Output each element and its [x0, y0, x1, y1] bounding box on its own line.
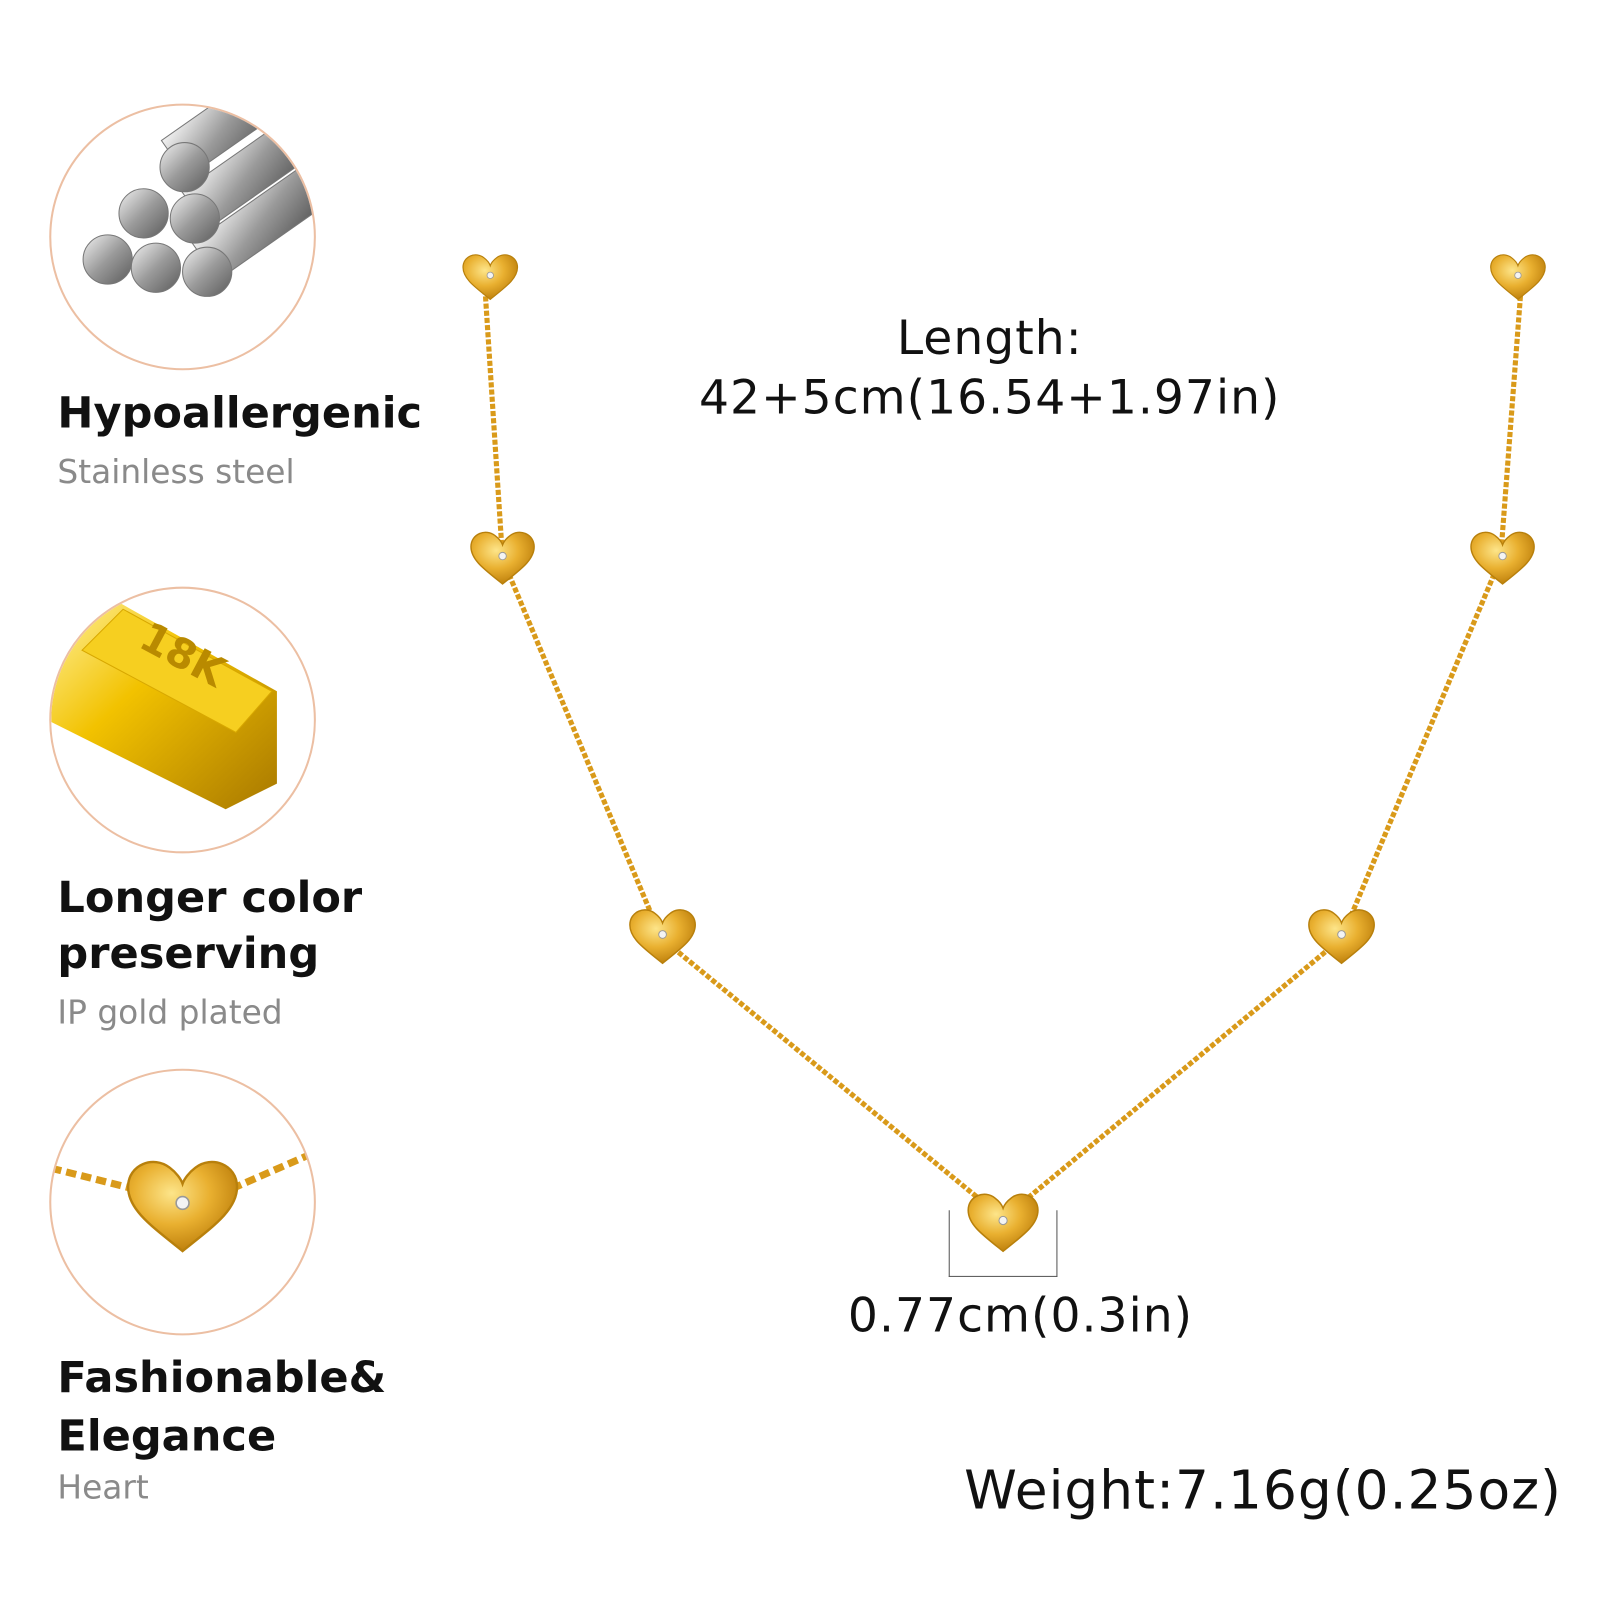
feature-subtitle: Heart: [57, 1467, 149, 1507]
charm-size-bracket: [948, 1210, 1058, 1277]
length-label: Length:: [896, 309, 1083, 366]
feature-title: Fashionable&: [57, 1351, 387, 1403]
feature-subtitle: Stainless steel: [57, 452, 295, 492]
steel-rods-icon: [49, 103, 316, 371]
heart-charm-icon: [49, 1068, 316, 1336]
feature-title: preserving: [57, 928, 320, 979]
feature-title: Hypoallergenic: [57, 387, 423, 438]
charm-size: 0.77cm(0.3in): [847, 1287, 1194, 1343]
feature-title: Elegance: [57, 1410, 277, 1461]
weight: Weight:7.16g(0.25oz): [964, 1460, 1562, 1523]
feature-subtitle: IP gold plated: [57, 992, 283, 1032]
length-value: 42+5cm(16.54+1.97in): [699, 369, 1281, 425]
feature-title: Longer color: [57, 871, 363, 923]
gold-bar-icon: 18K: [49, 586, 316, 854]
